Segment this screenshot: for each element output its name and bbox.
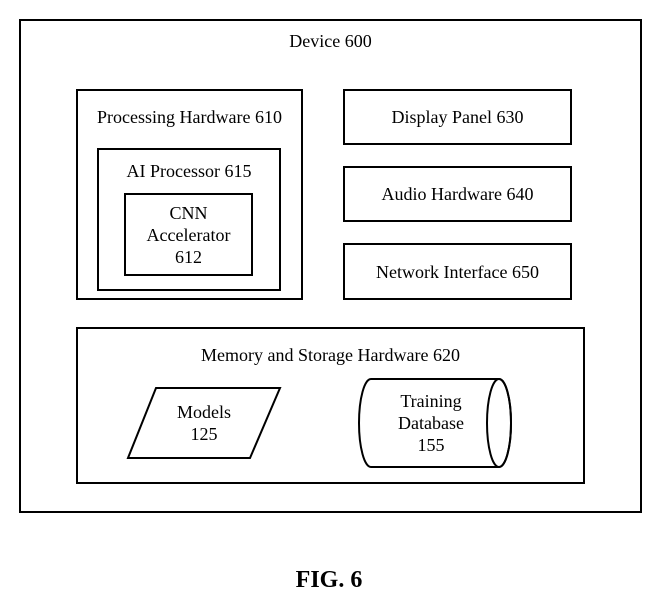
- audio-hardware-box: Audio Hardware 640: [343, 166, 572, 222]
- cnn-line2: Accelerator: [146, 224, 231, 245]
- network-interface-box: Network Interface 650: [343, 243, 572, 300]
- training-db-line1: Training: [400, 391, 462, 411]
- display-panel-box: Display Panel 630: [343, 89, 572, 145]
- audio-hardware-label: Audio Hardware 640: [381, 184, 534, 204]
- training-db-line2: Database: [398, 413, 464, 433]
- models-line1: Models: [177, 402, 231, 422]
- figure-caption: FIG. 6: [295, 567, 363, 593]
- training-database-label-wrap: Training Database 155: [370, 390, 492, 456]
- ai-processor-label: AI Processor 615: [126, 161, 252, 181]
- cnn-line1: CNN: [169, 202, 208, 223]
- cnn-line3: 612: [175, 246, 202, 267]
- network-interface-label: Network Interface 650: [376, 261, 539, 282]
- display-panel-label: Display Panel 630: [391, 107, 524, 127]
- models-label-wrap: Models 125: [126, 401, 282, 445]
- models-parallelogram: [126, 387, 282, 459]
- training-database-cylinder: [358, 378, 512, 468]
- training-db-line3: 155: [417, 435, 445, 455]
- models-line2: 125: [190, 424, 218, 444]
- device-label: Device 600: [289, 31, 372, 51]
- processing-hardware-label: Processing Hardware 610: [97, 107, 282, 127]
- cnn-accelerator-box: CNN Accelerator 612: [124, 193, 253, 276]
- memory-storage-label: Memory and Storage Hardware 620: [201, 345, 460, 365]
